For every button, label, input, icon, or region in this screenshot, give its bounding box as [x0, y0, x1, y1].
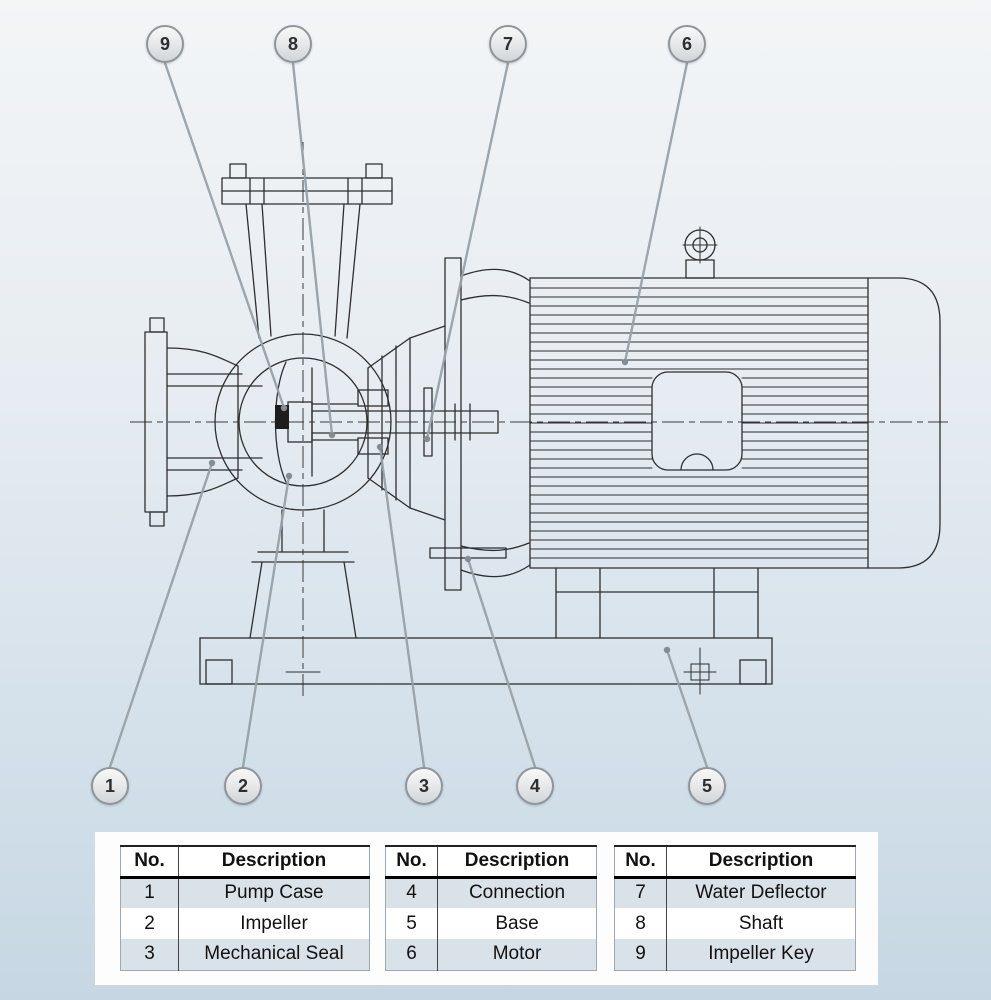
motor — [444, 226, 941, 591]
leader-line-1 — [108, 461, 214, 769]
col-header-description: Description — [178, 845, 370, 879]
parts-table-1: No. Description 1 Pump Case 2 Impeller 3… — [120, 845, 370, 971]
base-plate — [199, 637, 773, 685]
part-description: Connection — [437, 877, 597, 908]
base-and-feet — [199, 567, 773, 695]
table-row: 6 Motor — [385, 939, 597, 970]
callout-number: 6 — [681, 33, 692, 54]
adapter-connection — [367, 325, 507, 559]
col-header-no: No. — [385, 845, 438, 879]
callout-7: 7 — [489, 25, 527, 63]
callout-1: 1 — [91, 767, 129, 805]
table-header-row: No. Description — [385, 845, 597, 879]
table-row: 3 Mechanical Seal — [120, 939, 370, 970]
table-header-row: No. Description — [614, 845, 856, 879]
part-description: Base — [495, 912, 539, 934]
motor-end-cap — [867, 277, 941, 569]
leader-line-2 — [241, 474, 291, 769]
part-description: Mechanical Seal — [178, 939, 370, 970]
col-header-no: No. — [120, 845, 179, 879]
callout-5: 5 — [688, 767, 726, 805]
motor-junction-box — [651, 371, 743, 471]
table-row: 5 Base — [385, 908, 597, 939]
leader-line-4 — [466, 557, 537, 769]
part-description: Water Deflector — [666, 877, 856, 908]
table-header-row: No. Description — [120, 845, 370, 879]
leader-line-3 — [378, 445, 426, 769]
part-description: Motor — [437, 939, 597, 970]
callout-2: 2 — [224, 767, 262, 805]
callout-number: 3 — [418, 775, 429, 796]
pump-casing — [144, 163, 393, 639]
callout-6: 6 — [668, 25, 706, 63]
leader-line-9 — [163, 61, 286, 410]
impeller-key — [275, 405, 289, 429]
leader-line-8 — [291, 61, 334, 437]
table-row: 9 Impeller Key — [614, 939, 856, 970]
motor-fins-split — [529, 377, 869, 469]
part-no: 6 — [385, 939, 438, 970]
leader-line-5 — [665, 648, 709, 769]
col-header-description: Description — [666, 845, 856, 879]
part-no: 5 — [385, 908, 438, 939]
table-row: 4 Connection — [385, 877, 597, 908]
leader-line-7 — [425, 61, 510, 441]
part-no: 2 — [120, 908, 179, 939]
mechanical-seal-upper — [357, 389, 389, 407]
table-row: 2 Impeller — [120, 908, 370, 939]
part-no: 9 — [614, 939, 667, 970]
part-description: Pump Case — [178, 877, 370, 908]
part-no: 8 — [614, 908, 667, 939]
leader-dots — [208, 358, 671, 654]
parts-table-2: No. Description 4 Connection 5 Base 6 Mo… — [385, 845, 597, 971]
table-row: 1 Pump Case — [120, 877, 370, 908]
callout-number: 7 — [502, 33, 513, 54]
parts-table-3: No. Description 7 Water Deflector 8 Shaf… — [614, 845, 856, 971]
parts-tables-panel: No. Description 1 Pump Case 2 Impeller 3… — [95, 832, 878, 985]
leader-lines — [108, 61, 709, 769]
impeller — [274, 361, 313, 483]
water-deflector — [423, 387, 433, 457]
table-row: 8 Shaft — [614, 908, 856, 939]
callout-number: 1 — [104, 775, 115, 796]
callout-4: 4 — [516, 767, 554, 805]
table-row: 7 Water Deflector — [614, 877, 856, 908]
leader-line-6 — [623, 61, 689, 364]
shaft-seal-assembly — [311, 387, 499, 457]
part-description: Impeller Key — [666, 939, 856, 970]
callout-number: 2 — [237, 775, 248, 796]
part-description: Shaft — [738, 912, 784, 934]
part-description: Impeller — [240, 912, 308, 934]
part-no: 1 — [120, 877, 179, 908]
pump-technical-drawing — [108, 61, 948, 769]
col-header-no: No. — [614, 845, 667, 879]
part-no: 4 — [385, 877, 438, 908]
col-header-description: Description — [437, 845, 597, 879]
callout-number: 9 — [159, 33, 170, 54]
mechanical-seal-lower — [357, 437, 389, 455]
callout-number: 4 — [529, 775, 540, 796]
centerlines — [130, 142, 948, 696]
callout-number: 8 — [287, 33, 298, 54]
part-no: 3 — [120, 939, 179, 970]
part-no: 7 — [614, 877, 667, 908]
callout-9: 9 — [146, 25, 184, 63]
callout-3: 3 — [405, 767, 443, 805]
callout-number: 5 — [701, 775, 712, 796]
motor-fins — [529, 287, 869, 559]
callout-8: 8 — [274, 25, 312, 63]
